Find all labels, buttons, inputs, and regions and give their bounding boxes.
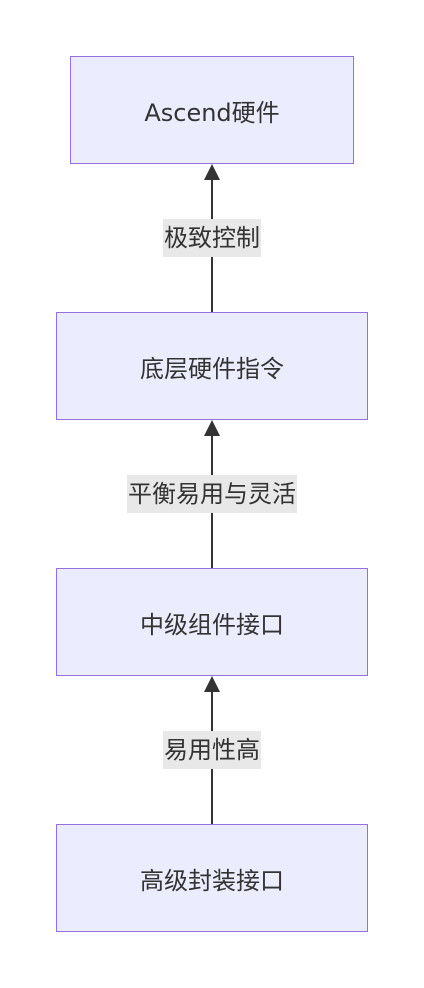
node-low-level-instructions-label: 底层硬件指令 [140,354,284,383]
node-high-level-interface-label: 高级封装接口 [140,866,284,895]
node-mid-level-interface-label: 中级组件接口 [140,610,284,639]
node-mid-level-interface: 中级组件接口 [56,568,368,676]
node-low-level-instructions: 底层硬件指令 [56,312,368,420]
node-ascend-hardware: Ascend硬件 [70,56,354,164]
edge-label-mid-to-low: 平衡易用与灵活 [127,475,297,513]
node-high-level-interface: 高级封装接口 [56,824,368,932]
edge-label-high-to-mid: 易用性高 [163,731,261,769]
node-ascend-hardware-label: Ascend硬件 [144,98,280,127]
edge-label-low-to-ascend: 极致控制 [163,219,261,257]
